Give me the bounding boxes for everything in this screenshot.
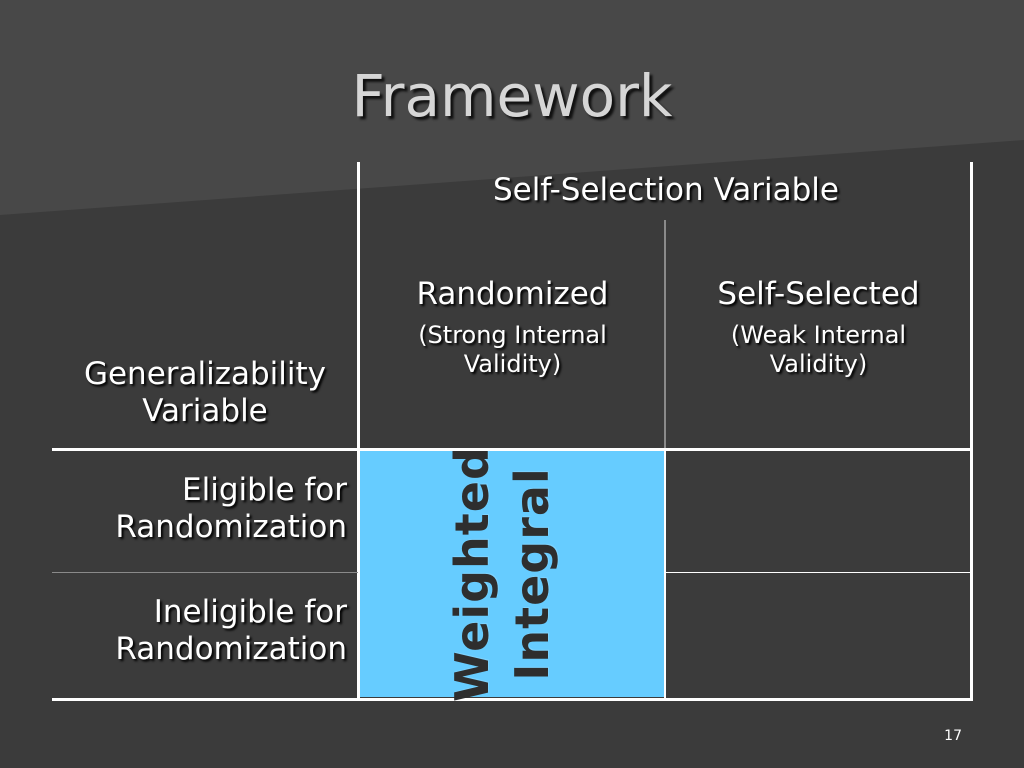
column-sublabel: (Strong Internal Validity): [418, 321, 607, 378]
column-label: Self-Selected: [717, 276, 920, 312]
slide-title: Framework: [351, 62, 673, 130]
row-label-eligible: Eligible for Randomization: [115, 472, 347, 546]
highlight-cell: [360, 451, 665, 697]
table-line-row-divider-right: [666, 572, 971, 573]
row-group-header: Generalizability Variable: [83, 356, 327, 430]
table-line-col1: [357, 162, 360, 700]
highlight-label: Weighted Integral: [445, 446, 559, 702]
table-line-col2-upper: [664, 220, 666, 451]
table-line-col3: [970, 162, 973, 700]
column-label: Randomized: [416, 276, 609, 312]
table-line-row-divider: [52, 572, 358, 573]
row-label-ineligible: Ineligible for Randomization: [115, 594, 347, 668]
table-line-header: [52, 448, 973, 451]
table-line-bottom: [52, 698, 973, 701]
column-sublabel: (Weak Internal Validity): [730, 321, 907, 378]
column-header-randomized: Randomized (Strong Internal Validity): [360, 276, 665, 379]
page-number: 17: [944, 728, 962, 744]
column-group-header: Self-Selection Variable: [493, 172, 839, 208]
table-line-col2-lower: [664, 451, 666, 700]
column-header-self-selected: Self-Selected (Weak Internal Validity): [666, 276, 971, 379]
